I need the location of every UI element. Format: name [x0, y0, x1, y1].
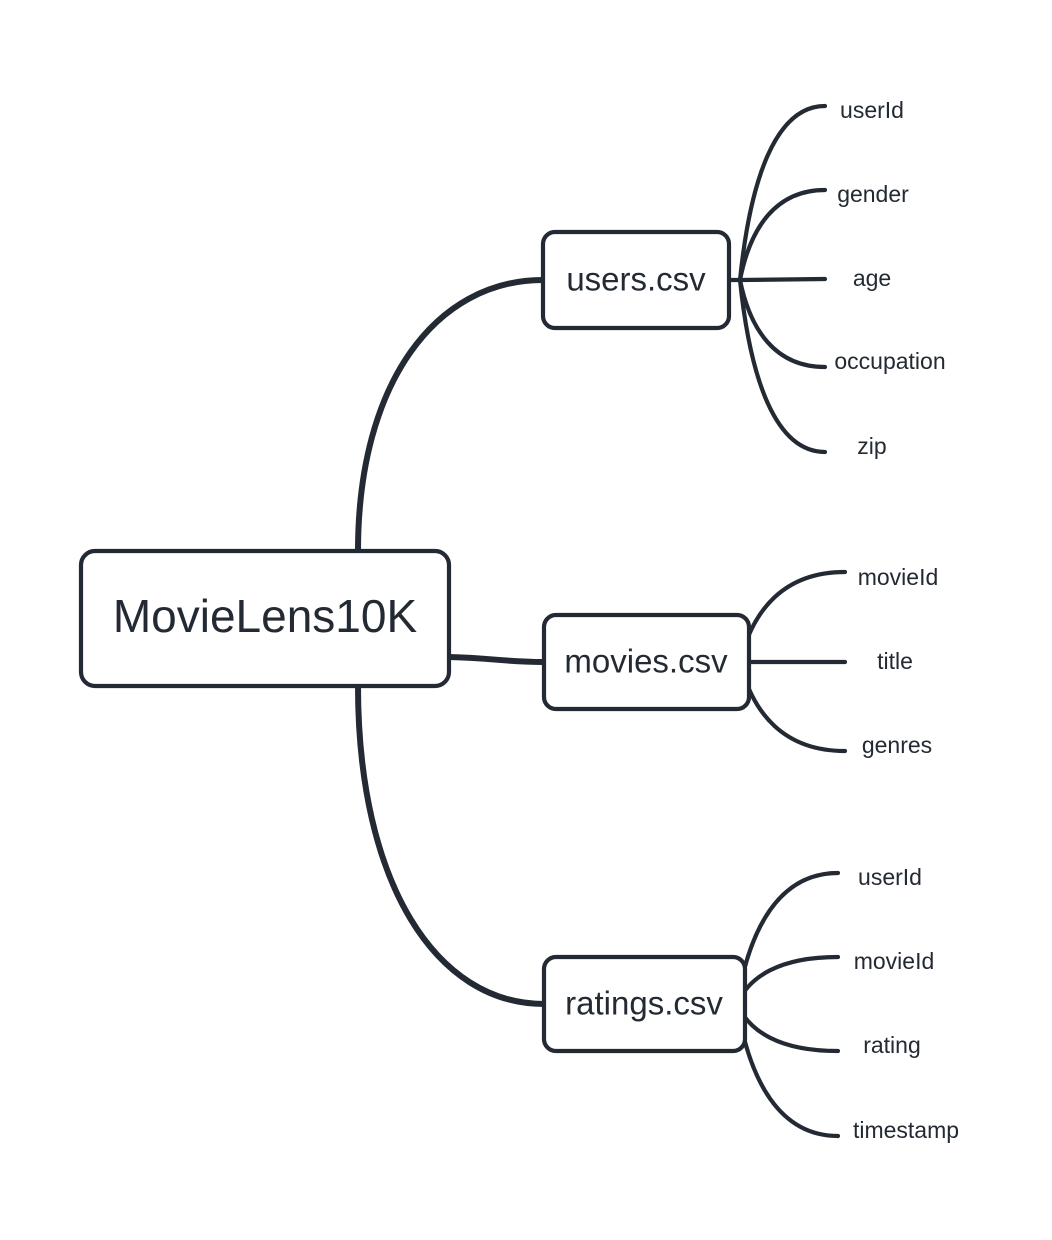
leaf-label-users-zip: zip [857, 433, 886, 459]
branch-node-label-users: users.csv [566, 261, 706, 298]
edge-movies-leaf-0 [737, 569, 848, 665]
edge-ratings-leaf-1 [734, 954, 841, 1007]
leaf-label-users-occupation: occupation [834, 348, 945, 374]
root-node-rect[interactable] [78, 548, 452, 689]
branch-node-label-ratings: ratings.csv [565, 985, 723, 1022]
leaf-label-users-userId: userId [840, 97, 904, 123]
nodes-layer: MovieLens10K users.csv movies.csv ratings.c… [78, 229, 752, 1054]
root-node-label: MovieLens10K [113, 590, 418, 642]
branch-node-users-rect[interactable] [540, 229, 732, 331]
branch-node-movies[interactable]: movies.csv [541, 612, 752, 712]
leaf-label-users-age: age [853, 265, 891, 291]
edge-movies-leaf-2 [737, 659, 848, 754]
leaf-label-users-gender: gender [837, 181, 909, 207]
leaf-label-movies-genres: genres [862, 732, 932, 758]
branch-node-label-movies: movies.csv [564, 643, 728, 680]
leaf-label-movies-title: title [877, 648, 913, 674]
edge-root-to-ratings [355, 683, 547, 1007]
edge-users-leaf-1 [737, 187, 828, 283]
edge-root-to-users [355, 277, 546, 554]
leaf-label-movies-movieId: movieId [858, 564, 939, 590]
branch-node-users[interactable]: users.csv [540, 229, 732, 331]
branch-node-ratings[interactable]: ratings.csv [541, 954, 748, 1054]
leaves-layer: userId gender age occupation zip movieId title… [834, 97, 959, 1143]
edge-ratings-leaf-2 [734, 1001, 841, 1054]
leaf-label-ratings-timestamp: timestamp [853, 1117, 959, 1143]
branch-node-movies-rect[interactable] [541, 612, 752, 712]
edge-users-leaf-3 [737, 277, 828, 370]
edge-users-leaf-2 [737, 276, 828, 283]
edge-users-leaf-4 [737, 277, 828, 455]
leaf-label-ratings-rating: rating [863, 1032, 921, 1058]
leaf-label-ratings-userId: userId [858, 864, 922, 890]
branch-node-ratings-rect[interactable] [541, 954, 748, 1054]
edge-root-to-movies [446, 654, 547, 665]
edge-users-leaf-0 [737, 103, 828, 283]
leaf-label-ratings-movieId: movieId [854, 948, 935, 974]
root-node[interactable]: MovieLens10K [78, 548, 452, 689]
